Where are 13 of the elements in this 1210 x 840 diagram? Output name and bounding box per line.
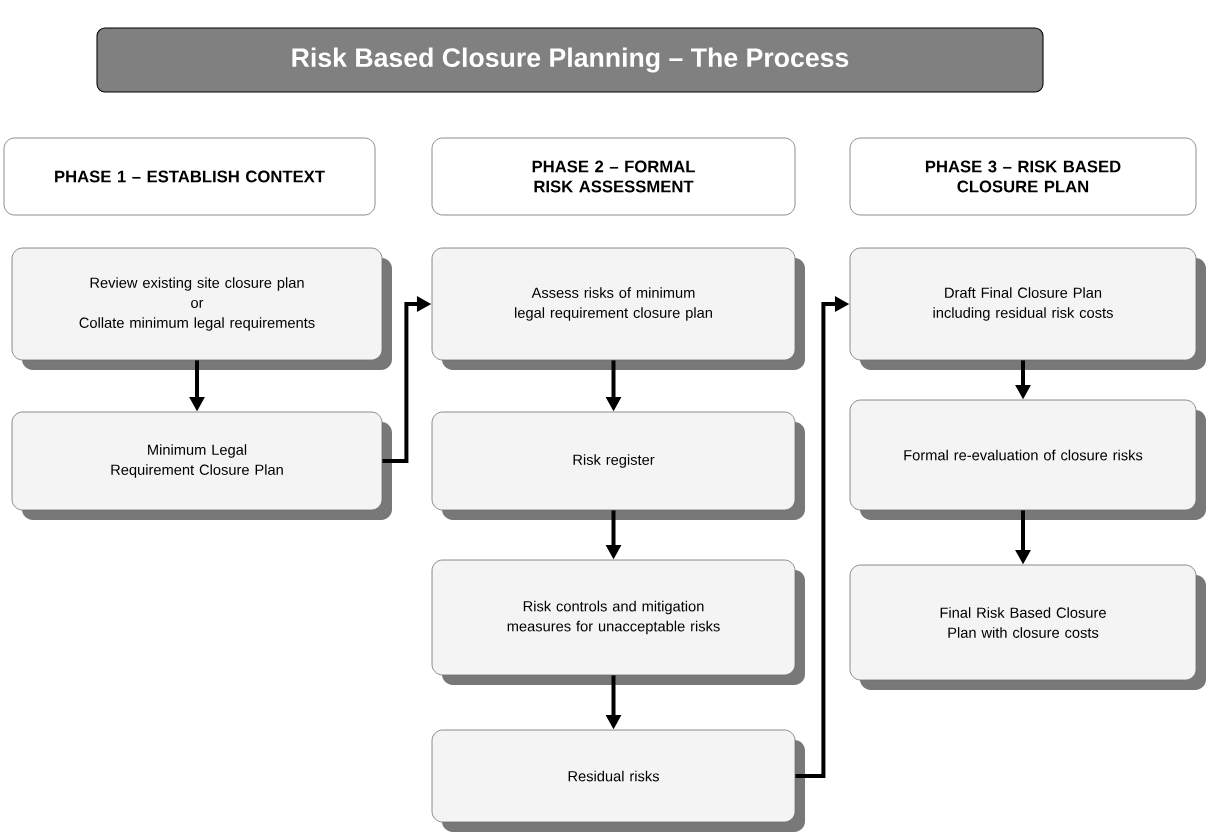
process-box: Formal re-evaluation of closure risks bbox=[849, 399, 1206, 520]
process-box: Final Risk Based Closure Plan with closure costs bbox=[849, 564, 1206, 690]
title-banner: Risk Based Closure Planning – The Process bbox=[96, 27, 1044, 93]
process-box: Minimum Legal Requirement Closure Plan bbox=[11, 411, 392, 520]
phase-header: PHASE 1 – ESTABLISH CONTEXT bbox=[3, 137, 376, 216]
process-box: Draft Final Closure Plan including residual risk costs bbox=[849, 247, 1206, 370]
process-box: Risk register bbox=[431, 411, 805, 520]
process-box: Risk controls and mitigation measures for unacceptable risks bbox=[431, 559, 805, 685]
phase-header: PHASE 2 – FORMAL RISK ASSESSMENT bbox=[431, 137, 796, 216]
process-box: Review existing site closure plan or Collate minimum legal requirements bbox=[11, 247, 392, 370]
process-box: Residual risks bbox=[431, 729, 805, 832]
phase-header: PHASE 3 – RISK BASED CLOSURE PLAN bbox=[849, 137, 1197, 216]
process-box: Assess risks of minimum legal requirement closure plan bbox=[431, 247, 805, 370]
